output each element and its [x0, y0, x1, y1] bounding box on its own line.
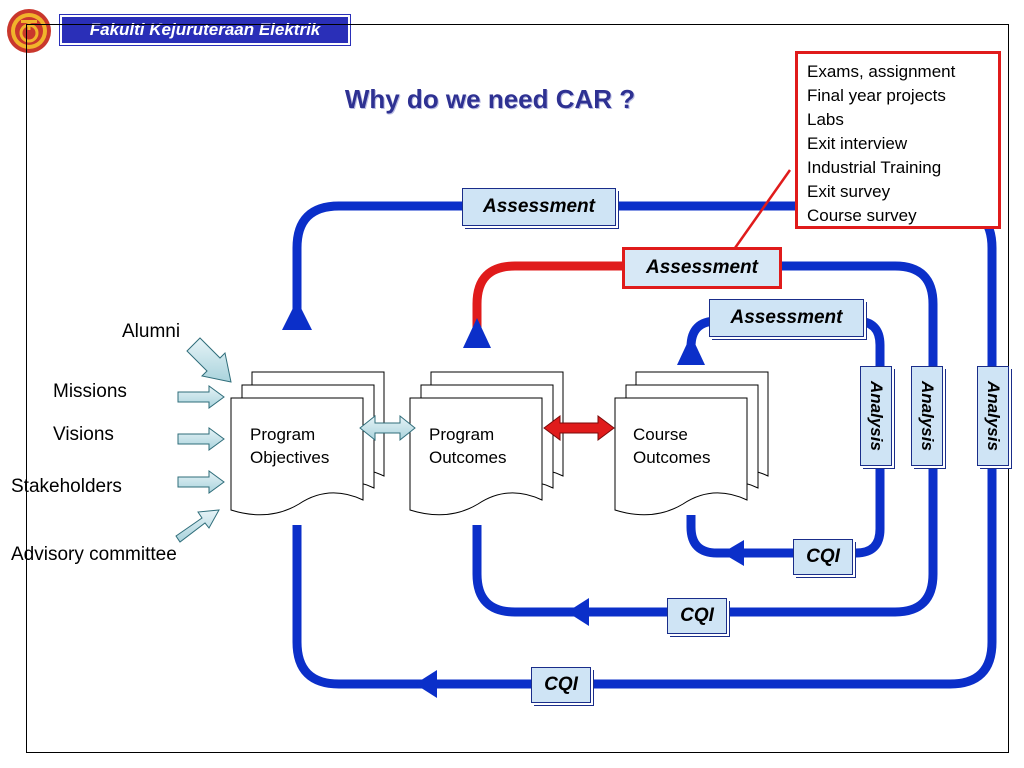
assessment-sources-box: Exams, assignment Final year projects La… [795, 51, 1001, 229]
middle-loop-red-path [472, 261, 626, 345]
program-objectives-line-1: Program [250, 425, 316, 444]
program-outcomes-label: Program Outcomes [429, 423, 506, 469]
middle-analysis-tag: Analysis [911, 366, 943, 466]
source-item: Course survey [807, 206, 917, 225]
course-outcomes-doc [614, 371, 769, 516]
middle-loop-arrowhead-up [463, 318, 491, 348]
inner-cqi-tag: CQI [793, 539, 853, 575]
visions-input-arrow [177, 427, 225, 451]
slide-title: Why do we need CAR ? [344, 84, 636, 114]
advisory-input-arrow [175, 509, 220, 543]
callout-line [733, 169, 792, 249]
outer-analysis-tag: Analysis [977, 366, 1009, 466]
source-item: Labs [807, 110, 844, 129]
source-item: Final year projects [807, 86, 946, 105]
program-outcomes-line-1: Program [429, 425, 495, 444]
stakeholders-input-arrow [177, 470, 225, 494]
inner-loop-arrowhead-up [677, 335, 705, 365]
outer-loop-arrowhead-left [415, 670, 437, 698]
input-stakeholders: Stakeholders [11, 476, 122, 497]
source-item: Exit survey [807, 182, 891, 201]
alumni-input-arrow [186, 337, 232, 383]
source-item: Industrial Training [807, 158, 942, 177]
inner-assessment-tag: Assessment [709, 299, 864, 337]
objectives-outcomes-double-arrow [359, 414, 416, 442]
middle-loop-path [472, 261, 938, 617]
input-missions: Missions [53, 381, 127, 402]
input-alumni: Alumni [122, 321, 181, 342]
missions-input-arrow [177, 385, 225, 409]
program-outcomes-line-2: Outcomes [429, 448, 507, 467]
middle-cqi-tag: CQI [667, 598, 727, 634]
program-course-double-arrow [543, 415, 615, 441]
source-item: Exit interview [807, 134, 908, 153]
program-objectives-line-2: Objectives [250, 448, 330, 467]
course-outcomes-label: Course Outcomes [633, 423, 710, 469]
inner-analysis-tag: Analysis [860, 366, 892, 466]
middle-loop-arrowhead-left [567, 598, 589, 626]
outer-loop-arrowhead-up [282, 300, 312, 330]
program-outcomes-doc [409, 371, 564, 516]
outer-cqi-tag: CQI [531, 667, 591, 703]
course-outcomes-line-1: Course [633, 425, 688, 444]
input-advisory-committee: Advisory committee [11, 544, 177, 565]
source-item: Exams, assignment [807, 62, 956, 81]
course-outcomes-line-2: Outcomes [633, 448, 711, 467]
inner-loop-arrowhead-left [722, 540, 744, 566]
middle-assessment-tag: Assessment [622, 247, 782, 289]
outer-assessment-tag: Assessment [462, 188, 616, 226]
program-objectives-doc [230, 371, 385, 516]
input-visions: Visions [53, 424, 114, 445]
program-objectives-label: Program Objectives [250, 423, 329, 469]
